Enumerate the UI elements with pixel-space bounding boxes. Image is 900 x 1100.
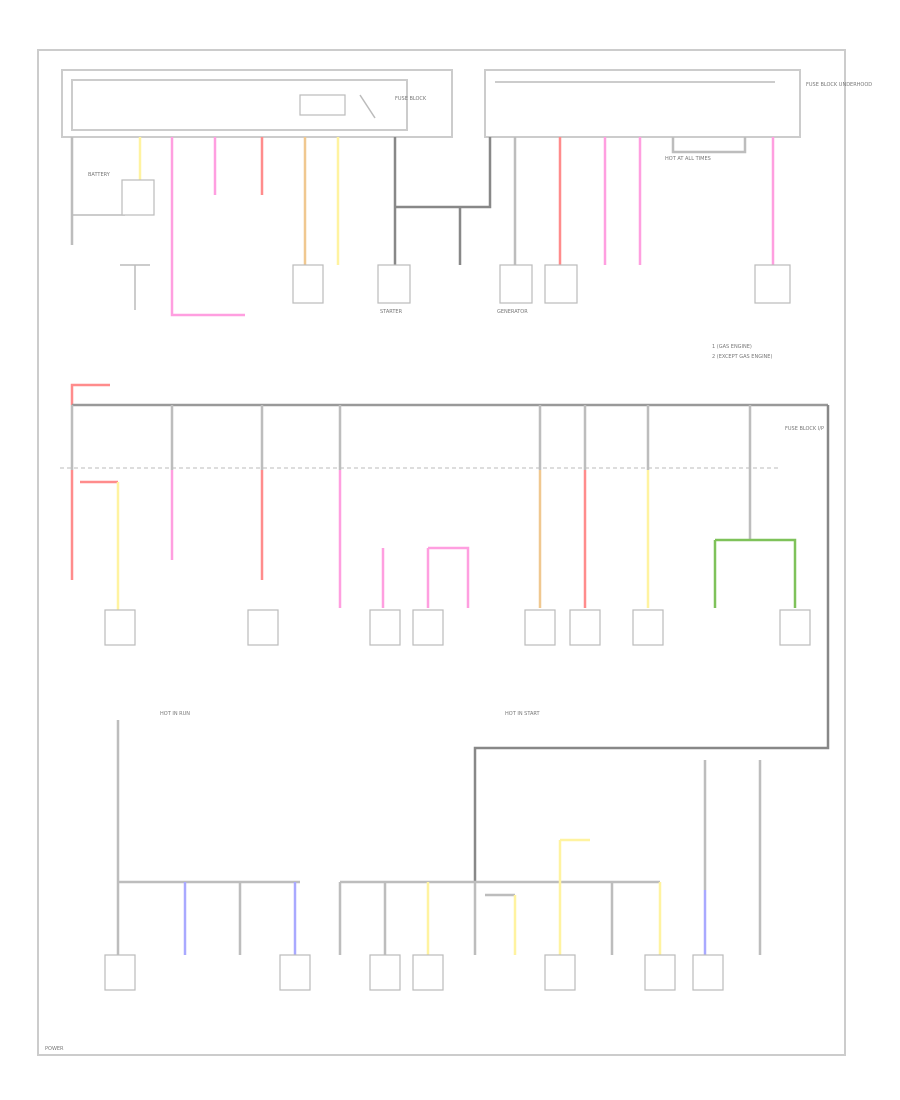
- fuse-block-top-left: [61, 69, 453, 138]
- diagram-border: [37, 49, 846, 1056]
- component-box: [524, 609, 556, 646]
- fuse-block-top-label: FUSE BLOCK: [395, 96, 427, 102]
- component-box: [247, 609, 279, 646]
- component-box: [121, 179, 155, 216]
- component-box: [569, 609, 601, 646]
- hot-in-start-label: HOT IN START: [505, 711, 541, 717]
- component-box: [412, 954, 444, 991]
- component-box: [369, 609, 401, 646]
- starter-label: STARTER: [380, 309, 403, 315]
- component-box: [369, 954, 401, 991]
- wire: [116, 720, 300, 955]
- wire: [713, 538, 797, 608]
- wire: [473, 882, 515, 955]
- wire: [170, 137, 245, 317]
- wire: [381, 546, 470, 608]
- component-box: [779, 609, 811, 646]
- hot-at-all-times-label: HOT AT ALL TIMES: [665, 156, 711, 162]
- component-box: [632, 609, 664, 646]
- fuse-block-instrument-label: FUSE BLOCK I/P: [785, 426, 824, 432]
- component-box: [644, 954, 676, 991]
- wire: [338, 880, 660, 955]
- component-box: [544, 954, 576, 991]
- generator-box: [499, 264, 533, 304]
- relay-box: [299, 94, 346, 116]
- wire: [70, 405, 752, 470]
- wire: [70, 383, 110, 405]
- wire: [671, 137, 747, 154]
- hot-in-run-label: HOT IN RUN: [160, 711, 190, 717]
- starter-box: [377, 264, 411, 304]
- fuse-block-top-right: [484, 69, 801, 138]
- wire: [513, 838, 590, 955]
- component-box: [292, 264, 324, 304]
- component-box: [279, 954, 311, 991]
- component-box: [412, 609, 444, 646]
- component-box: [692, 954, 724, 991]
- legend-2: 2 (EXCEPT GAS ENGINE): [712, 354, 772, 360]
- component-box: [104, 954, 136, 991]
- component-box: [544, 264, 578, 304]
- battery-label: BATTERY: [88, 172, 111, 178]
- legend-1: 1 (GAS ENGINE): [712, 344, 752, 350]
- generator-label: GENERATOR: [497, 309, 528, 315]
- fuse-block-underhood-label: FUSE BLOCK UNDERHOOD: [806, 82, 872, 88]
- fuse-block-inner: [71, 79, 408, 131]
- page-ref-label: POWER: [45, 1046, 64, 1052]
- component-box: [104, 609, 136, 646]
- wire: [473, 405, 830, 882]
- wire: [393, 137, 492, 265]
- relay-switch-icon: [359, 94, 376, 119]
- component-box: [754, 264, 791, 304]
